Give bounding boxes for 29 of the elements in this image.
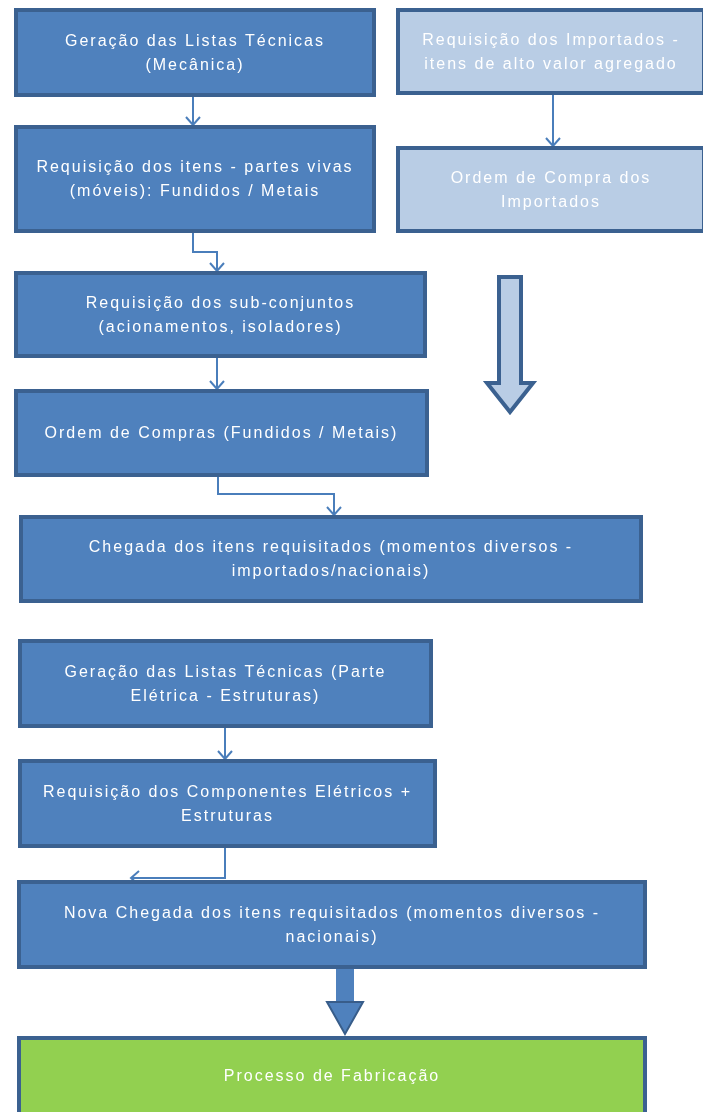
arrow bbox=[545, 94, 561, 147]
arrow bbox=[209, 357, 225, 390]
process-box bbox=[18, 639, 433, 728]
process-box bbox=[14, 125, 376, 233]
process-box bbox=[14, 271, 427, 358]
arrow bbox=[217, 727, 233, 760]
box-text: Processo de Fabricação bbox=[223, 1066, 441, 1086]
arrow bbox=[185, 96, 201, 126]
process-box bbox=[14, 8, 376, 97]
arrow bbox=[217, 476, 342, 516]
box-text: Requisição dos Componentes Elétricos + Estruturas bbox=[41, 781, 413, 826]
box-text: Geração das Listas Técnicas (Parte Elétrica - Estruturas) bbox=[63, 661, 388, 706]
box-text: Requisição dos sub-conjuntos (acionamentos, isoladores) bbox=[84, 292, 357, 337]
process-box bbox=[17, 1036, 647, 1112]
arrow bbox=[192, 232, 225, 272]
process-box bbox=[17, 880, 647, 969]
box-text: Chegada dos itens requisitados (momentos diversos - importados/nacionais) bbox=[87, 537, 575, 581]
box-text: Requisição dos Importados - itens de alto valor agregado bbox=[421, 29, 681, 74]
box-text: Requisição dos itens - partes vivas (móveis): Fundidos / Metais bbox=[35, 157, 355, 201]
block-arrow bbox=[326, 969, 364, 1035]
process-box bbox=[14, 389, 429, 477]
box-text: Nova Chegada dos itens requisitados (momentos diversos - nacionais) bbox=[62, 902, 602, 947]
box-text: Geração das Listas Técnicas (Mecânica) bbox=[64, 30, 326, 75]
process-box bbox=[396, 8, 703, 95]
process-box bbox=[18, 759, 437, 848]
box-text: Ordem de Compras (Fundidos / Metais) bbox=[44, 423, 399, 443]
process-box bbox=[19, 515, 643, 603]
box-text: Ordem de Compra dos Importados bbox=[449, 167, 653, 212]
process-box bbox=[396, 146, 703, 233]
